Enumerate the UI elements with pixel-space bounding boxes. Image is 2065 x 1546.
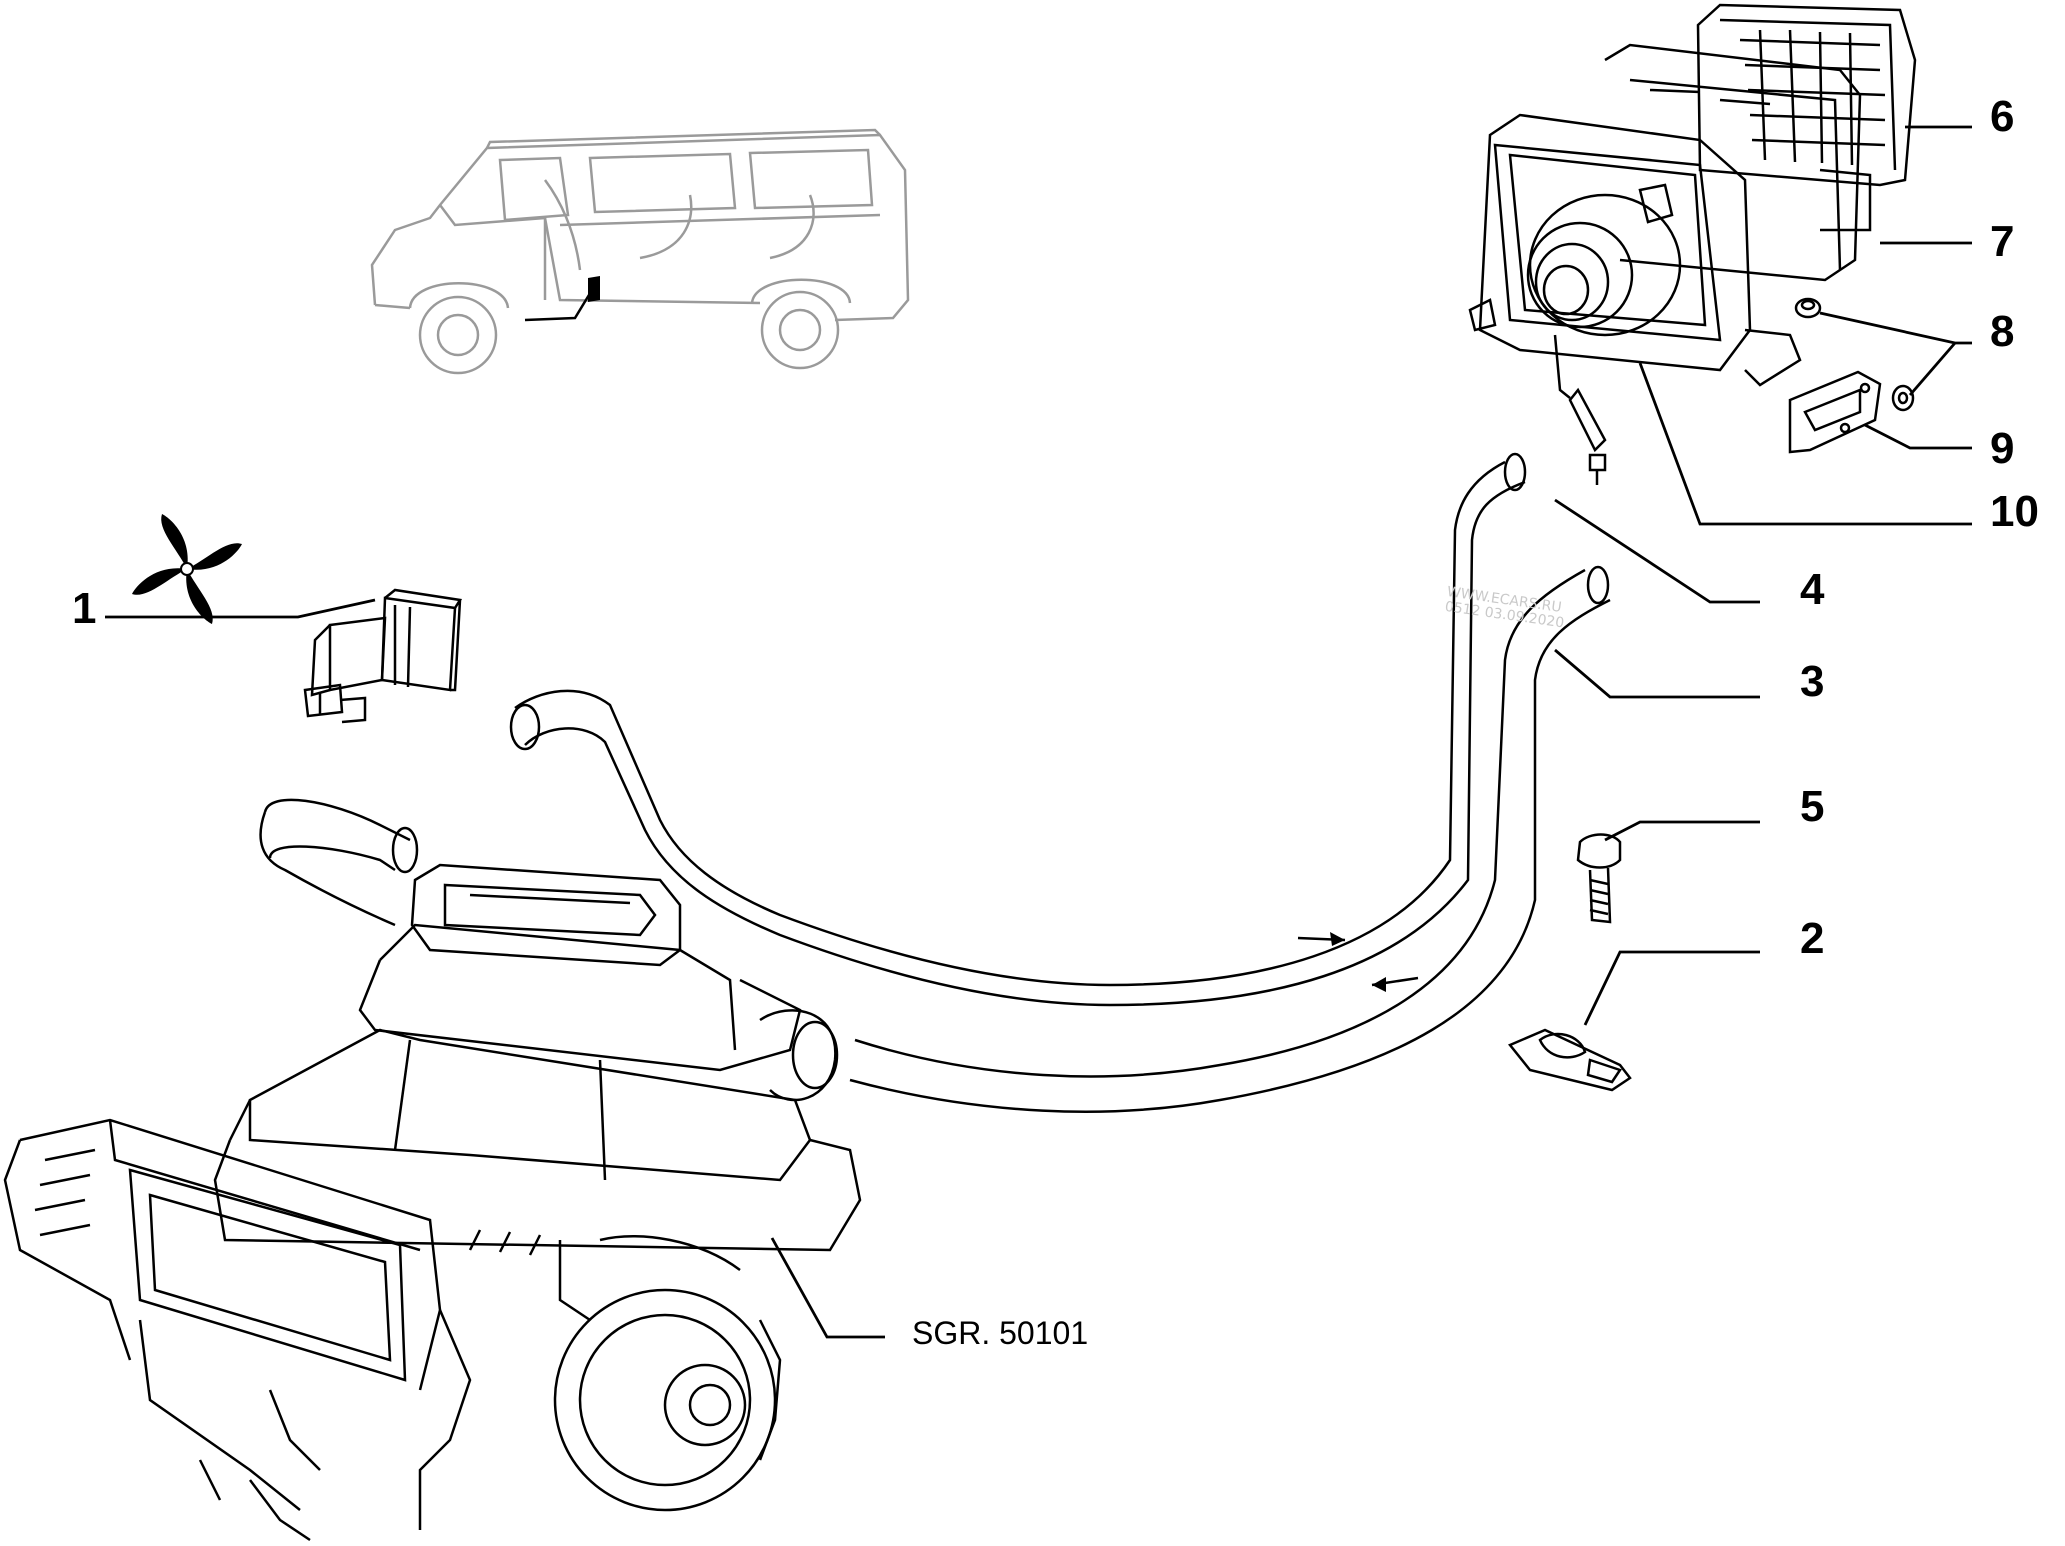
callout-10: 10 bbox=[1990, 487, 2039, 536]
heater-unit bbox=[3, 863, 862, 1542]
callout-5: 5 bbox=[1800, 782, 1825, 831]
callout-4: 4 bbox=[1800, 565, 1825, 614]
hoses bbox=[259, 452, 1611, 1113]
callout-1: 1 bbox=[72, 584, 97, 633]
callout-8: 8 bbox=[1990, 307, 2015, 356]
fan-icon bbox=[132, 514, 242, 624]
reference-label: SGR. 50101 bbox=[912, 1315, 1089, 1351]
part-1-fan-switch bbox=[303, 588, 463, 724]
part-2-clip bbox=[1507, 1028, 1632, 1092]
part-5-bolt bbox=[1576, 833, 1622, 924]
callout-9: 9 bbox=[1990, 424, 2015, 473]
blower-assembly bbox=[1468, 3, 1917, 485]
part-8-nuts bbox=[1794, 297, 1915, 412]
vehicle-silhouette bbox=[370, 128, 910, 375]
callout-7: 7 bbox=[1990, 217, 2015, 266]
leader-lines bbox=[105, 125, 1972, 1339]
part-9-bracket bbox=[1788, 370, 1882, 454]
callout-6: 6 bbox=[1990, 92, 2015, 141]
callout-2: 2 bbox=[1800, 914, 1825, 963]
callout-3: 3 bbox=[1800, 657, 1825, 706]
